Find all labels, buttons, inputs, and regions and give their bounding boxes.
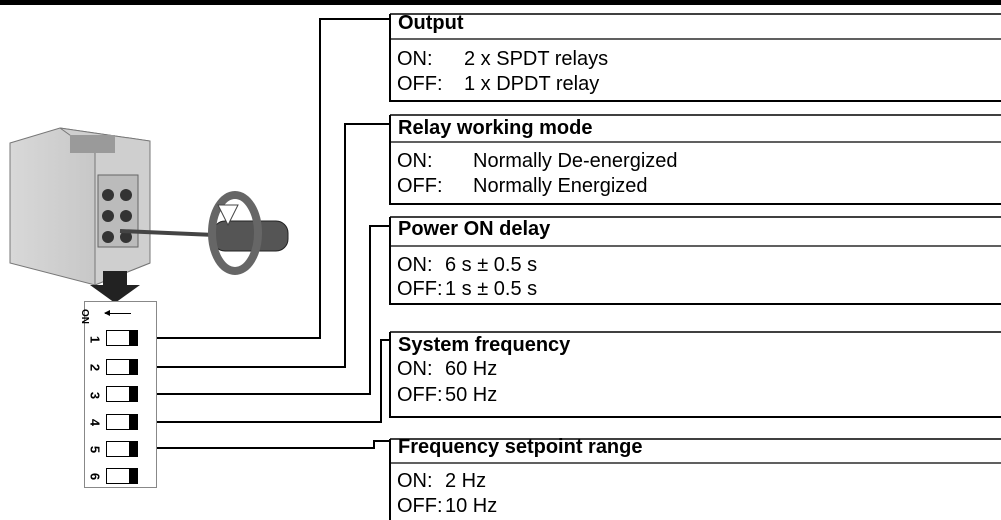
setting-row-on: ON: 60 Hz: [397, 358, 497, 380]
section-title: Power ON delay: [398, 218, 551, 240]
dip-switch-number: 3: [87, 391, 103, 400]
dip-switch-number: 4: [87, 418, 103, 427]
state-label: OFF:: [397, 495, 443, 517]
setting-row-off: OFF:50 Hz: [397, 384, 497, 406]
dip-switch-6[interactable]: [106, 468, 138, 484]
dip-switch-number: 6: [87, 472, 103, 481]
section-frame-output: [389, 14, 1001, 102]
dip-on-label: ON: [79, 309, 90, 324]
dip-switch-number: 5: [87, 445, 103, 454]
state-label: ON:: [397, 48, 433, 70]
state-label: OFF:: [397, 278, 443, 300]
setting-row-on: ON: 6 s ± 0.5 s: [397, 254, 537, 276]
state-label: OFF:: [397, 73, 443, 95]
state-label: ON:: [397, 150, 433, 172]
section-power-on-delay: Power ON delay ON: 6 s ± 0.5 s OFF:1 s ± …: [390, 217, 1001, 305]
state-value: Normally Energized: [473, 175, 648, 197]
section-frequency-setpoint-range: Frequency setpoint range ON: 2 Hz OFF:10 …: [390, 436, 1001, 520]
dip-switch-3[interactable]: [106, 386, 138, 402]
dip-switch-5[interactable]: [106, 441, 138, 457]
section-title: Frequency setpoint range: [398, 436, 643, 458]
leader-switch-2: [140, 123, 390, 368]
setting-row-off: OFF:1 s ± 0.5 s: [397, 278, 537, 300]
leader-switch-4: [140, 339, 390, 423]
state-label: OFF:: [397, 384, 443, 406]
dip-switch-1[interactable]: [106, 330, 138, 346]
state-value: 50 Hz: [445, 384, 498, 406]
state-label: ON:: [397, 358, 433, 380]
setting-row-on: ON: 2 x SPDT relays: [397, 48, 608, 70]
dip-switch-block: ON 1 2 3 4 5 6: [79, 301, 157, 488]
setting-row-off: OFF: 1 x DPDT relay: [397, 73, 599, 95]
section-relay-working-mode: Relay working mode ON: Normally De-energi…: [390, 115, 1001, 205]
state-value: 1 x DPDT relay: [464, 73, 600, 95]
dip-switch-number: 2: [87, 363, 103, 372]
section-frame-relay-mode: [389, 115, 1001, 205]
setting-row-on: ON: 2 Hz: [397, 470, 486, 492]
leader-switch-5: [140, 440, 390, 449]
leader-switch-1: [140, 18, 390, 339]
dip-switch-number: 1: [87, 335, 103, 344]
relay-device-illustration: [9, 127, 289, 303]
setting-row-on: ON: Normally De-energized: [397, 150, 678, 172]
state-value: 10 Hz: [445, 495, 498, 517]
top-rule: [0, 0, 1001, 5]
state-value: 2 x SPDT relays: [464, 48, 609, 70]
section-frame-system-freq: [389, 332, 1001, 418]
state-value: 2 Hz: [445, 470, 487, 492]
setting-row-off: OFF: Normally Energized: [397, 175, 648, 197]
section-system-frequency: System frequency ON: 60 Hz OFF:50 Hz: [390, 332, 1001, 418]
state-value: 6 s ± 0.5 s: [445, 254, 538, 276]
state-value: Normally De-energized: [473, 150, 678, 172]
dip-switch-4[interactable]: [106, 414, 138, 430]
dip-direction-arrow: [104, 310, 131, 316]
dip-switch-2[interactable]: [106, 359, 138, 375]
state-value: 60 Hz: [445, 358, 498, 380]
state-label: ON:: [397, 254, 433, 276]
leader-switch-3: [140, 225, 390, 395]
section-title: System frequency: [398, 334, 571, 356]
state-label: OFF:: [397, 175, 443, 197]
section-output: Output ON: 2 x SPDT relays OFF: 1 x DPDT r…: [390, 12, 1001, 102]
state-value: 1 s ± 0.5 s: [445, 278, 538, 300]
section-title: Output: [398, 12, 464, 34]
setting-row-off: OFF:10 Hz: [397, 495, 497, 517]
state-label: ON:: [397, 470, 433, 492]
section-title: Relay working mode: [398, 117, 593, 139]
